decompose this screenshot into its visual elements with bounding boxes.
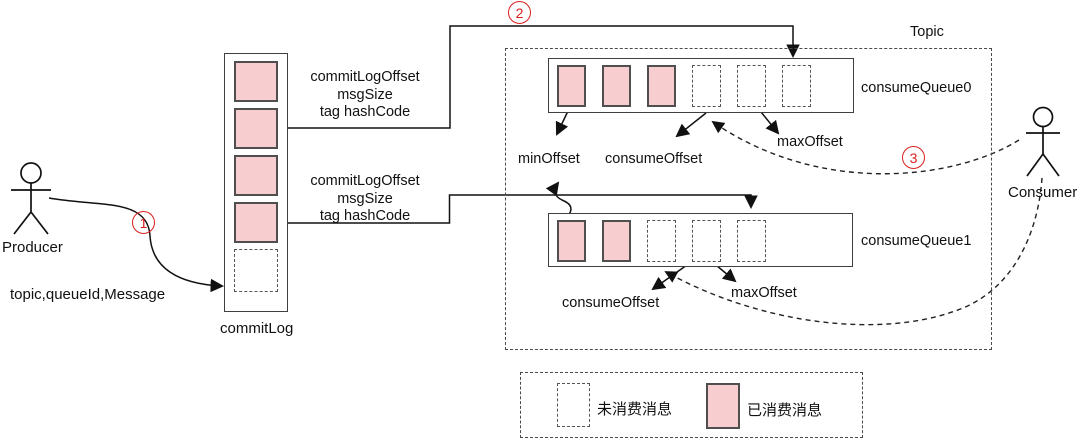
legend-box xyxy=(520,372,863,438)
index-entry-label-2: commitLogOffset msgSize tag hashCode xyxy=(290,173,440,226)
consume-queue1-box xyxy=(548,213,853,267)
unconsumed-message-cell xyxy=(782,65,811,107)
consumer-label: Consumer xyxy=(1008,184,1078,201)
consume-queue1-label: consumeQueue1 xyxy=(861,233,972,249)
legend-unconsumed-label: 未消费消息 xyxy=(597,401,673,418)
unconsumed-message-cell xyxy=(692,220,721,262)
legend-unconsumed-swatch xyxy=(557,383,590,427)
consumed-message-cell xyxy=(647,65,676,107)
queue0-minoffset-label: minOffset xyxy=(518,151,580,167)
arrow-producer-to-commitlog xyxy=(48,197,225,293)
index-entry-label-1: commitLogOffset msgSize tag hashCode xyxy=(290,69,440,122)
index-entry-2-line-2: msgSize xyxy=(337,190,393,207)
consume-queue0-label: consumeQueue0 xyxy=(861,80,972,96)
queue0-maxoffset-label: maxOffset xyxy=(777,134,843,150)
consumed-message-cell xyxy=(557,65,586,107)
unconsumed-message-cell xyxy=(647,220,676,262)
index-entry-2-line-3: tag hashCode xyxy=(319,208,411,224)
consumed-message-cell xyxy=(234,61,278,102)
topic-label: Topic xyxy=(910,24,944,40)
producer-figure-icon xyxy=(11,162,51,235)
legend-consumed-swatch xyxy=(706,383,740,429)
consumed-message-cell xyxy=(602,65,631,107)
topic-region xyxy=(505,48,992,350)
index-entry-1-line-3: tag hashCode xyxy=(319,104,411,120)
step-badge-3: 3 xyxy=(902,146,925,169)
commitlog-label: commitLog xyxy=(220,320,294,337)
consumer-figure-icon xyxy=(1026,106,1060,177)
producer-message-label: topic,queueId,Message xyxy=(10,286,166,303)
consumed-message-cell xyxy=(234,155,278,196)
consumed-message-cell xyxy=(602,220,631,262)
unconsumed-message-cell xyxy=(737,65,766,107)
index-entry-1-line-1: commitLogOffset xyxy=(310,69,420,85)
index-entry-2-line-1: commitLogOffset xyxy=(310,173,420,189)
unconsumed-message-cell xyxy=(737,220,766,262)
unconsumed-message-cell xyxy=(234,249,278,292)
producer-label: Producer xyxy=(2,239,63,256)
queue0-consumeoffset-label: consumeOffset xyxy=(605,151,703,167)
unconsumed-message-cell xyxy=(692,65,721,107)
queue1-maxoffset-label: maxOffset xyxy=(731,285,797,301)
consumed-message-cell xyxy=(234,108,278,149)
queue1-consumeoffset-label: consumeOffset xyxy=(562,295,660,311)
step-badge-2: 2 xyxy=(508,1,531,24)
legend-consumed-label: 已消费消息 xyxy=(747,402,823,419)
consumed-message-cell xyxy=(557,220,586,262)
commitlog-box xyxy=(224,53,288,312)
step-badge-1: 1 xyxy=(132,211,155,234)
consume-queue0-box xyxy=(548,58,854,113)
index-entry-1-line-2: msgSize xyxy=(337,86,393,103)
consumed-message-cell xyxy=(234,202,278,243)
